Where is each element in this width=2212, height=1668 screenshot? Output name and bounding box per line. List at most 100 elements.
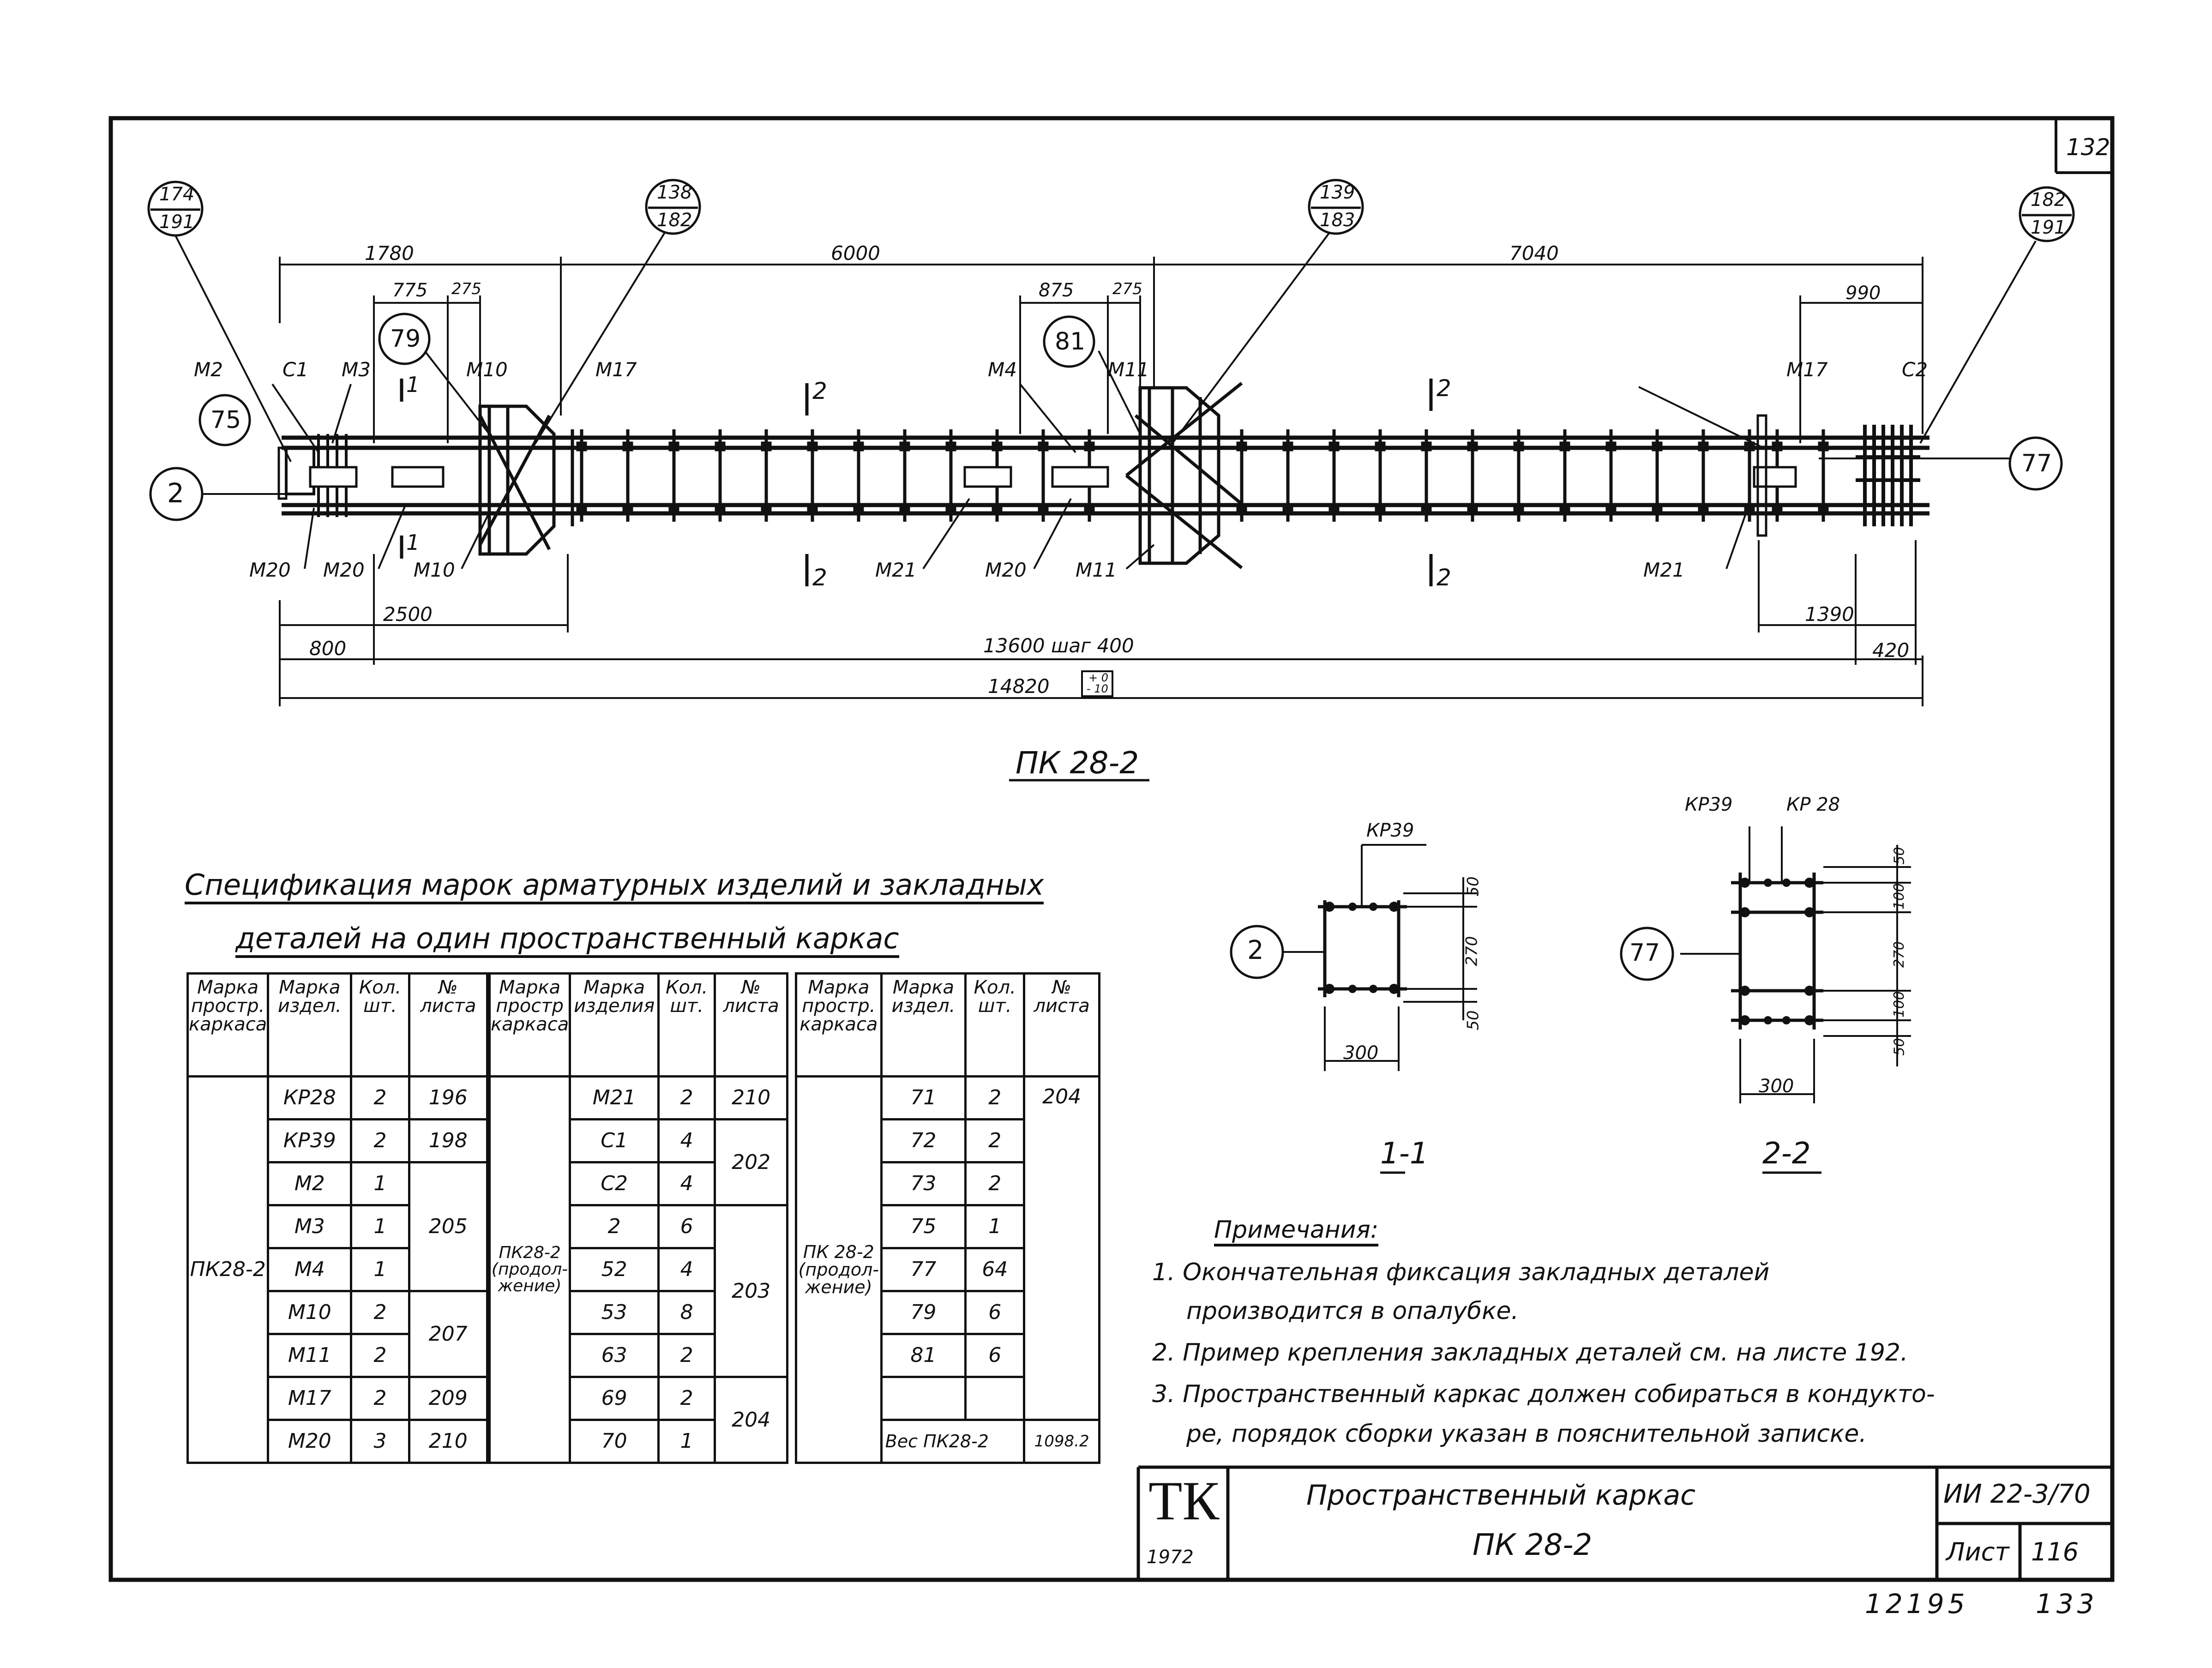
dim-800: 800 bbox=[309, 637, 347, 660]
th-3-2: Кол. шт. bbox=[964, 972, 1026, 1078]
label-m11-bottom: М11 bbox=[1076, 559, 1117, 581]
stirrup-weld bbox=[1605, 504, 1617, 514]
stirrup-weld bbox=[1559, 441, 1570, 452]
note-3-cont: ре, порядок сборки указан в пояснительно… bbox=[1186, 1420, 1867, 1448]
stirrup-weld bbox=[1818, 504, 1829, 514]
label-m10-top: М10 bbox=[466, 358, 508, 381]
dim-1780: 1780 bbox=[365, 242, 414, 265]
cell: 81 bbox=[880, 1333, 967, 1378]
section-2-2-title: 2-2 bbox=[1762, 1137, 1811, 1171]
note-1-cont: производится в опалубке. bbox=[1186, 1297, 1519, 1325]
stirrup-weld bbox=[1282, 441, 1293, 452]
stirrup-weld bbox=[1513, 441, 1524, 452]
cell: 6 bbox=[657, 1204, 716, 1249]
section-cut-2a-top: 2 bbox=[812, 378, 827, 404]
stirrup-weld bbox=[853, 504, 864, 514]
table-row bbox=[796, 1376, 1100, 1421]
stirrup-weld bbox=[668, 504, 679, 514]
cell: 2 bbox=[964, 1075, 1026, 1120]
cell: М17 bbox=[267, 1376, 353, 1421]
cell: 72 bbox=[880, 1118, 967, 1163]
circle-mark-79 bbox=[378, 313, 431, 365]
cell: 2 bbox=[350, 1075, 410, 1120]
titleblock-frame bbox=[1136, 1465, 2112, 1580]
cell: 8 bbox=[657, 1290, 716, 1335]
circle-mark-75 bbox=[198, 394, 251, 446]
end-mesh-right bbox=[1856, 425, 1920, 526]
cell: 63 bbox=[569, 1333, 660, 1378]
section-cut-1-top: 1 bbox=[406, 372, 420, 397]
stirrup-weld bbox=[1375, 441, 1386, 452]
titleblock-year: 1972 bbox=[1147, 1547, 1194, 1568]
label-c1: С1 bbox=[283, 358, 309, 381]
section-2-2-dim-4: 50 bbox=[1891, 1038, 1908, 1056]
section-1-1-dim-1: 270 bbox=[1462, 936, 1481, 966]
cell: 209 bbox=[408, 1376, 489, 1421]
note-3: 3. Пространственный каркас должен собира… bbox=[1152, 1380, 1935, 1408]
spec-title-line2: деталей на один пространственный каркас bbox=[235, 921, 899, 958]
circle-mark-79-label: 79 bbox=[390, 325, 421, 353]
cell: 1 bbox=[350, 1247, 410, 1292]
circle-mark-81 bbox=[1043, 315, 1095, 368]
cell: 1 bbox=[350, 1161, 410, 1206]
section-cut-marks bbox=[400, 379, 1433, 586]
circle-mark-75-label: 75 bbox=[210, 406, 241, 434]
cell: 2 bbox=[350, 1290, 410, 1335]
end-plate-left bbox=[277, 446, 288, 500]
cell: 2 bbox=[964, 1118, 1026, 1163]
stirrup-weld bbox=[1652, 441, 1663, 452]
stirrup-weld bbox=[1328, 441, 1340, 452]
stirrup-weld bbox=[1375, 504, 1386, 514]
cell: 203 bbox=[714, 1204, 788, 1378]
cell: 2 bbox=[350, 1376, 410, 1421]
stirrup-weld bbox=[1744, 441, 1755, 452]
callout-138-top: 138 bbox=[657, 182, 692, 203]
section-1-1-bars bbox=[1324, 902, 1399, 994]
cell: 207 bbox=[408, 1290, 489, 1378]
cell: 73 bbox=[880, 1161, 967, 1206]
th-3-3: № листа bbox=[1023, 972, 1100, 1078]
stirrup-weld bbox=[1084, 441, 1095, 452]
section-1-1-dim-0: 50 bbox=[1464, 876, 1483, 897]
tolerance-box: + 0 - 10 bbox=[1081, 670, 1113, 697]
stirrup-weld bbox=[668, 441, 679, 452]
stirrup-weld bbox=[853, 441, 864, 452]
cell: 202 bbox=[714, 1118, 788, 1206]
stirrup-weld bbox=[992, 504, 1003, 514]
stirrup-weld bbox=[1084, 504, 1095, 514]
weight-value: 1098.2 bbox=[1023, 1419, 1100, 1464]
group2-name: ПК28-2 (продол-жение) bbox=[488, 1075, 571, 1464]
stirrup-weld bbox=[715, 504, 726, 514]
callout-174-bottom: 191 bbox=[159, 211, 195, 233]
cell: 204 bbox=[714, 1376, 788, 1464]
cell: М2 bbox=[267, 1161, 353, 1206]
dim-875: 875 bbox=[1039, 280, 1074, 301]
spec-table-2: Марка простр каркаса Марка изделия Кол. … bbox=[488, 972, 788, 1464]
stirrup-weld bbox=[761, 441, 772, 452]
label-m3: М3 bbox=[342, 358, 371, 381]
stirrup-weld bbox=[945, 504, 956, 514]
cell: 210 bbox=[714, 1075, 788, 1120]
stirrup-weld bbox=[1282, 504, 1293, 514]
cell: М3 bbox=[267, 1204, 353, 1249]
section-2-2-dim-1: 100 bbox=[1891, 883, 1908, 910]
stirrup-weld bbox=[1652, 504, 1663, 514]
sheet-corner-number: 132 bbox=[2066, 134, 2110, 161]
th-2-3: № листа bbox=[714, 972, 788, 1078]
titleblock-series: ИИ 22-3/70 bbox=[1943, 1479, 2091, 1509]
cell: 2 bbox=[964, 1161, 1026, 1206]
